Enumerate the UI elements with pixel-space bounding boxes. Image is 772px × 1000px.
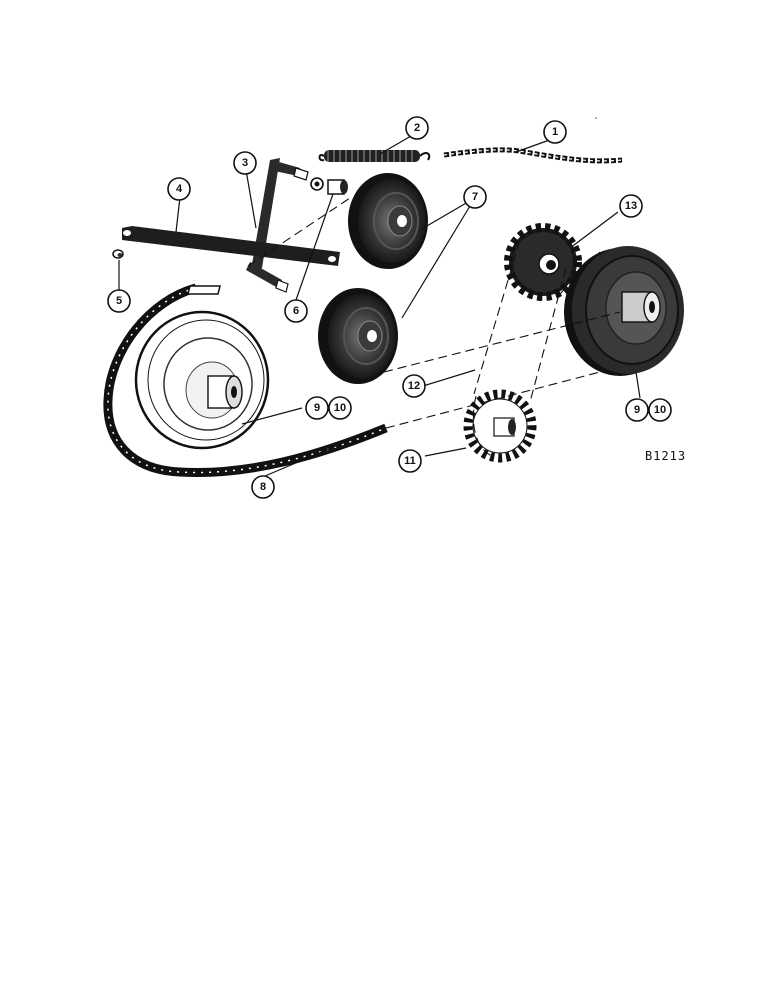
upper-sprocket-part-13 <box>504 223 582 301</box>
svg-text:4: 4 <box>176 183 183 195</box>
bar-part-4 <box>122 226 340 266</box>
svg-text:10: 10 <box>334 402 346 414</box>
right-large-pulley-part-9-10 <box>564 246 684 376</box>
svg-text:8: 8 <box>260 481 266 493</box>
left-large-pulley-part-9-10 <box>134 310 270 450</box>
upper-pulley-part-7 <box>348 173 428 269</box>
chain-part-1 <box>443 147 623 164</box>
callout-13: 13 <box>619 194 643 218</box>
callout-11: 11 <box>398 449 422 473</box>
svg-text:7: 7 <box>472 191 478 203</box>
bushing-part-6 <box>310 177 348 195</box>
callout-12: 12 <box>402 374 426 398</box>
svg-text:9: 9 <box>314 402 320 414</box>
lower-pulley-part-7 <box>318 288 398 384</box>
alignment-dashes <box>247 197 621 429</box>
drive-chain-part-12 <box>472 239 567 457</box>
callout-4: 4 <box>167 177 191 201</box>
svg-text:2: 2 <box>414 122 420 134</box>
lower-sprocket-part-11 <box>463 389 537 463</box>
callout-1: 1 <box>543 120 567 144</box>
pin-part-5 <box>112 249 124 259</box>
leader-lines <box>118 135 641 477</box>
callout-3: 3 <box>233 151 257 175</box>
svg-text:5: 5 <box>116 295 122 307</box>
callout-6: 6 <box>284 299 308 323</box>
callout-2: 2 <box>405 116 429 140</box>
svg-text:11: 11 <box>404 455 416 467</box>
callout-10-left: 10 <box>328 396 352 420</box>
figure-code: B1213 <box>645 449 686 463</box>
svg-text:6: 6 <box>293 305 299 317</box>
callout-5: 5 <box>107 289 131 313</box>
svg-text:10: 10 <box>654 404 666 416</box>
callout-7: 7 <box>463 185 487 209</box>
svg-text:3: 3 <box>242 157 248 169</box>
callout-10-right: 10 <box>648 398 672 422</box>
callout-9-left: 9 <box>305 396 329 420</box>
callout-8: 8 <box>251 475 275 499</box>
svg-text:12: 12 <box>408 380 420 392</box>
belt-part-8 <box>103 283 388 477</box>
spring-part-2 <box>318 150 431 162</box>
speck <box>595 117 597 119</box>
svg-text:1: 1 <box>552 126 558 138</box>
callout-9-right: 9 <box>625 398 649 422</box>
svg-text:9: 9 <box>634 404 640 416</box>
svg-text:13: 13 <box>625 200 637 212</box>
